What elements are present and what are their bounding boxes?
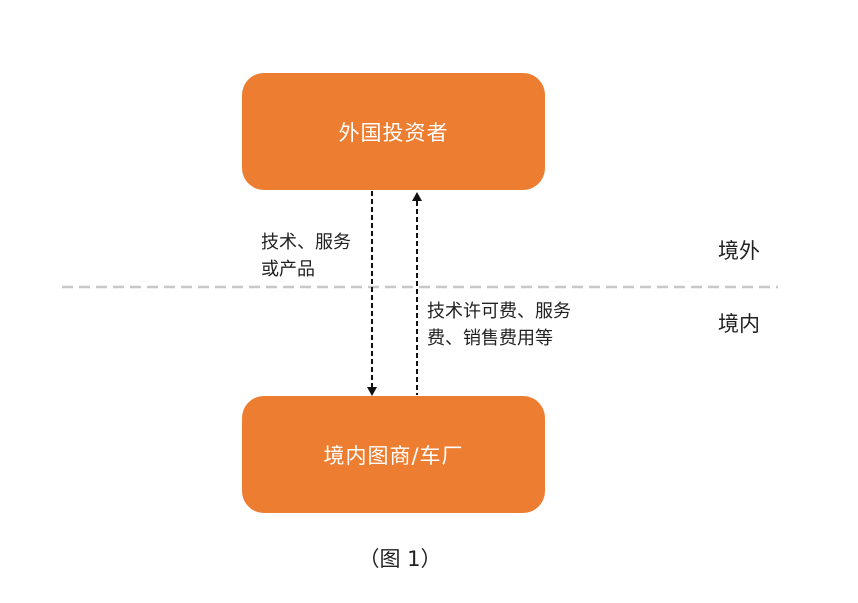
region-label-outside: 境外 xyxy=(718,239,760,263)
down-arrow-head xyxy=(367,387,377,396)
up-flow-label-line2: 费、销售费用等 xyxy=(427,328,553,349)
node-foreign-investor-label: 外国投资者 xyxy=(338,120,449,145)
region-label-inside: 境内 xyxy=(718,312,760,336)
node-domestic-mapmaker: 境内图商/车厂 xyxy=(242,396,545,513)
node-domestic-mapmaker-label: 境内图商/车厂 xyxy=(323,443,464,468)
figure-caption: （图 1） xyxy=(358,547,442,571)
up-flow-label-line1: 技术许可费、服务 xyxy=(427,301,571,322)
down-flow-label-line2: 或产品 xyxy=(261,259,315,280)
up-arrow-head xyxy=(412,192,422,201)
node-foreign-investor: 外国投资者 xyxy=(242,73,545,190)
down-flow-label-line1: 技术、服务 xyxy=(261,232,351,253)
